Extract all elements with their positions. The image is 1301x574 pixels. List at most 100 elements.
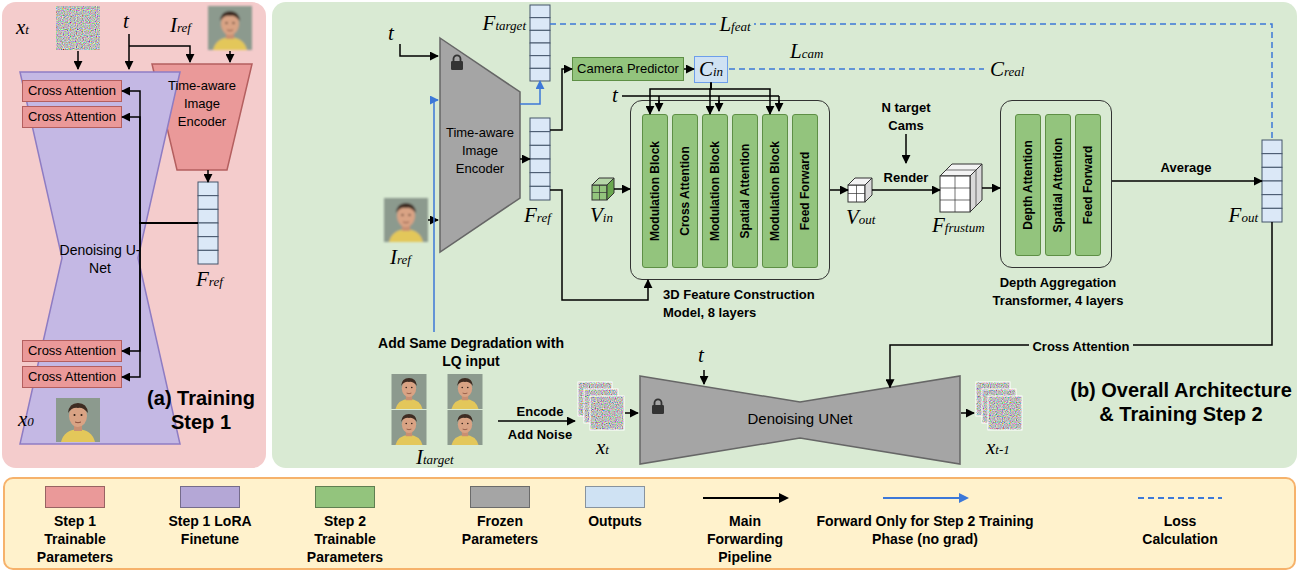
connector: [890, 222, 1272, 387]
text-holder: Cross Attention: [23, 107, 121, 127]
text-holder: xt: [596, 436, 609, 458]
text-holder: Creal: [990, 58, 1024, 80]
text-holder: Average: [1158, 158, 1215, 176]
edge-label: Cross Attention: [1029, 339, 1132, 355]
connector: [122, 223, 198, 351]
text-holder: t: [612, 84, 618, 106]
arrow: [961, 412, 974, 414]
text-holder: Outputs: [570, 512, 660, 530]
shape-rect: [530, 18, 550, 31]
text-holder: Add Noise: [503, 425, 577, 443]
text-holder: Cross Attention: [23, 367, 121, 387]
process-box: Camera Predictor: [572, 57, 684, 81]
panel-a-art: [56, 6, 252, 442]
text-holder: Depth Attention: [1015, 114, 1041, 256]
layer-block: Feed Forward: [1075, 114, 1101, 256]
text-holder: Vin: [590, 204, 626, 226]
math-label: t: [388, 22, 394, 44]
text-holder: t: [698, 344, 704, 366]
shape-rect: [198, 182, 218, 196]
feature-vector: Fref: [198, 182, 218, 264]
text-holder: Modulation Block: [642, 114, 668, 268]
connector: [520, 158, 530, 160]
legend-line-sample: [695, 488, 795, 508]
layer-block: Spatial Attention: [1045, 114, 1071, 256]
legend-swatch: [470, 486, 530, 508]
legend-swatch: [180, 486, 240, 508]
node-text: Ftarget: [483, 12, 526, 34]
no-grad-arrow: [434, 100, 438, 332]
text-holder: Main Forwarding Pipeline: [695, 512, 795, 566]
text-holder: Spatial Attention: [1045, 114, 1071, 256]
node-text: Fref: [524, 204, 551, 226]
shape-rect: [530, 132, 550, 146]
math-label: Creal: [990, 58, 1024, 80]
shape-rect: [530, 186, 550, 200]
legend-line: [703, 497, 787, 499]
connector: [614, 188, 630, 190]
legend-swatch: [45, 486, 105, 508]
shape-rect: [530, 30, 550, 43]
panel-b-art: [384, 44, 1022, 445]
output-box: Cin: [694, 56, 728, 83]
node-text: Time-aware Image Encoder: [168, 78, 236, 129]
shape-rect: [198, 196, 218, 210]
shape-polygon: [440, 38, 520, 252]
connector: [207, 170, 209, 182]
arrow: [77, 51, 79, 69]
text-holder: (b) Overall Architecture & Training Step…: [1068, 378, 1294, 426]
shape-polygon: [20, 72, 180, 444]
layer-block: Modulation Block: [762, 114, 788, 268]
text-holder: N target Cams: [866, 98, 946, 134]
face-image: [392, 410, 427, 445]
connector: [122, 223, 198, 377]
connector: [982, 187, 1000, 189]
shape-rect: [198, 223, 218, 237]
edge-label: Render: [881, 170, 932, 186]
node-text: Feed Forward: [797, 151, 811, 230]
math-label: t: [612, 84, 618, 106]
node-text: Vin: [590, 204, 613, 226]
note-label: N target Cams: [881, 100, 930, 133]
text-holder: Render: [881, 168, 932, 186]
arrow: [128, 34, 130, 69]
legend-line: [1138, 497, 1222, 499]
shape-rect: [530, 68, 550, 81]
shape-rect: [1262, 195, 1282, 209]
face-image: [384, 198, 428, 242]
shape-rect: [530, 118, 550, 132]
node-text: Depth Attention: [1020, 140, 1034, 230]
legend-swatch: [585, 486, 645, 508]
decor-use: [208, 6, 252, 50]
connector: [550, 69, 572, 130]
text-holder: Cross Attention: [23, 341, 121, 361]
shape-rect: [1262, 154, 1282, 168]
arrow: [129, 46, 190, 62]
text-holder: Step 2 Trainable Parameters: [295, 512, 395, 566]
node-text: Camera Predictor: [577, 61, 679, 77]
legend-text: Step 2 Trainable Parameters: [307, 513, 383, 565]
node-text: Fref: [196, 268, 223, 290]
text-holder: Cross Attention: [1029, 337, 1132, 355]
layer-block: Modulation Block: [702, 114, 728, 268]
shape-polygon: [640, 376, 960, 464]
shape-rect: [198, 237, 218, 251]
node-text: Spatial Attention: [737, 143, 751, 238]
panel: (a) Training Step 1Time-aware Image Enco…: [2, 2, 266, 468]
text-holder: Forward Only for Step 2 Training Phase (…: [810, 512, 1040, 548]
legend-text: Forward Only for Step 2 Training Phase (…: [816, 513, 1033, 547]
encoder-trapezoid: Time-aware Image Encoder: [440, 38, 520, 252]
node-text: (b) Overall Architecture & Training Step…: [1070, 379, 1292, 425]
layer-block: Modulation Block: [642, 114, 668, 268]
text-holder: t: [123, 10, 129, 32]
legend-text: Loss Calculation: [1142, 513, 1217, 547]
node-text: Spatial Attention: [1050, 137, 1064, 232]
shape-path: [592, 185, 607, 200]
shape-rect: [1262, 167, 1282, 181]
text-holder: x0: [18, 408, 34, 430]
legend-arrowhead: [959, 493, 969, 503]
noise-frame: [590, 396, 624, 430]
text-holder: Time-aware Image Encoder: [166, 76, 238, 130]
text-holder: Ffrustum: [932, 214, 996, 236]
text-holder: Vout: [846, 206, 886, 228]
